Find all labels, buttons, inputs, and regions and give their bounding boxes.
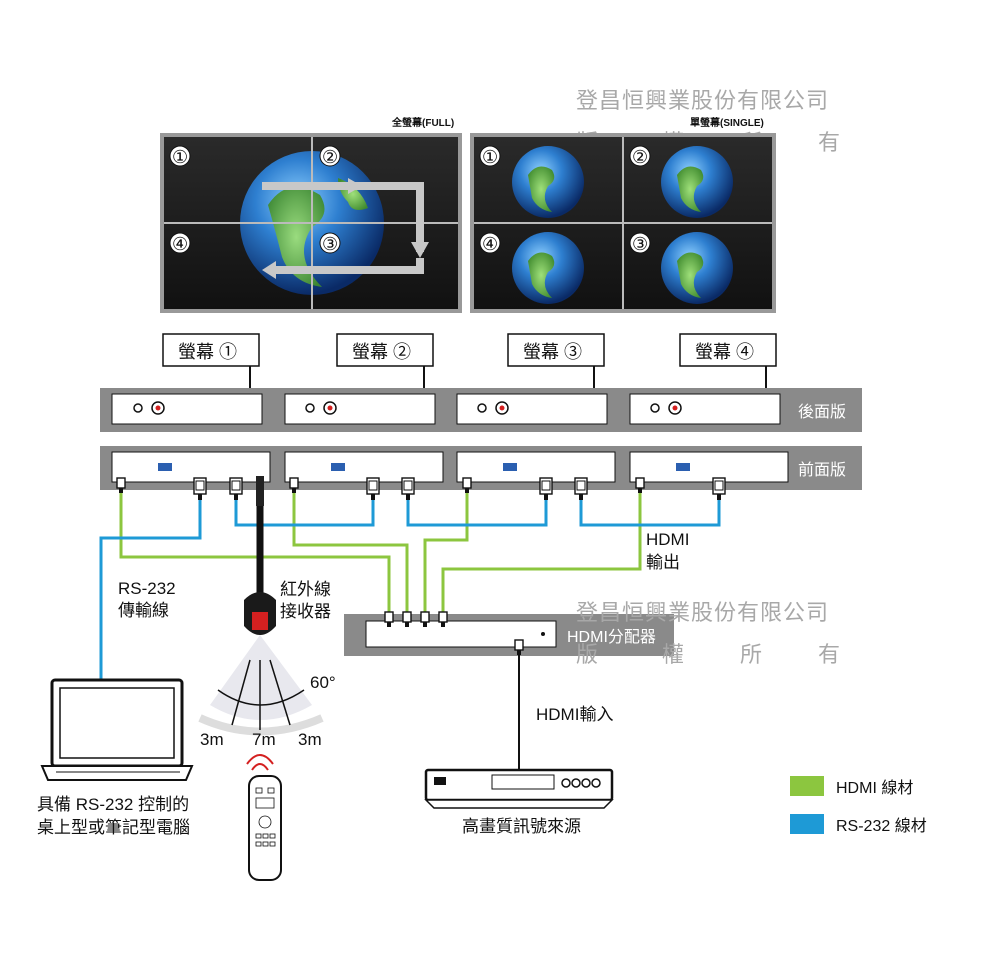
hdmi-out-label-1: HDMI — [646, 530, 689, 549]
globe-single-1 — [512, 146, 584, 218]
panel-number-2: ② — [319, 145, 341, 167]
single-number-4: ④ — [479, 232, 501, 254]
screen-label-4: 螢幕 ④ — [679, 333, 777, 410]
single-video-wall: ① ② ④ ③ — [470, 133, 776, 313]
svg-text:螢幕 ①: 螢幕 ① — [178, 342, 237, 362]
front-panel-band: 前面版 — [100, 446, 862, 490]
ir-receiver — [198, 476, 324, 736]
screen-label-3: 螢幕 ③ — [507, 333, 605, 410]
globe-single-4 — [512, 232, 584, 304]
single-mode-label: 單螢幕(SINGLE) — [690, 116, 764, 129]
hdmi-in-label: HDMI輸入 — [536, 705, 613, 724]
source-label: 高畫質訊號來源 — [462, 817, 581, 836]
legend-rs232-swatch — [790, 814, 824, 834]
single-number-1: ① — [479, 145, 501, 167]
globe-single-3 — [661, 232, 733, 304]
watermark-company: 登昌恒興業股份有限公司 — [576, 89, 829, 114]
watermark-rights-8: 有 — [818, 643, 841, 668]
svg-text:螢幕 ③: 螢幕 ③ — [523, 342, 582, 362]
svg-text:④: ④ — [482, 234, 498, 254]
watermark-rights-5: 版 — [576, 643, 599, 668]
single-number-3: ③ — [629, 232, 651, 254]
legend-rs232-label: RS-232 線材 — [836, 817, 927, 835]
rs232-label-2: 傳輸線 — [118, 601, 169, 620]
ir-label-2: 接收器 — [280, 602, 331, 621]
video-source-device-icon — [424, 768, 614, 809]
rs232-cables — [99, 500, 721, 682]
watermark-company-2: 登昌恒興業股份有限公司 — [576, 601, 829, 626]
full-mode-label: 全螢幕(FULL) — [391, 116, 454, 129]
svg-text:③: ③ — [632, 234, 648, 254]
svg-text:③: ③ — [322, 234, 338, 254]
globe-single-2 — [661, 146, 733, 218]
svg-text:①: ① — [482, 147, 498, 167]
panel-number-4: ④ — [169, 232, 191, 254]
panel-number-1: ① — [169, 145, 191, 167]
back-panel-band: 後面版 — [100, 388, 862, 432]
range-label-left: 3m — [200, 730, 224, 749]
watermark-rights-7: 所 — [740, 643, 763, 668]
svg-text:螢幕 ④: 螢幕 ④ — [695, 342, 754, 362]
angle-label: 60° — [310, 673, 336, 692]
hdmi-cables — [119, 493, 642, 612]
computer-label-1: 具備 RS-232 控制的 — [37, 795, 189, 814]
front-panel-label: 前面版 — [798, 461, 846, 479]
watermark-rights-4: 有 — [818, 131, 841, 156]
computer-label-2: 桌上型或筆記型電腦 — [37, 818, 190, 837]
hdmi-splitter: HDMI分配器 — [344, 611, 674, 656]
back-panel-label: 後面版 — [798, 403, 846, 421]
legend-hdmi-swatch — [790, 776, 824, 796]
range-label-center: 7m — [252, 730, 276, 749]
panel-number-3: ③ — [319, 232, 341, 254]
watermark-rights-6: 權 — [662, 643, 685, 668]
svg-text:④: ④ — [172, 234, 188, 254]
svg-text:螢幕 ②: 螢幕 ② — [352, 342, 411, 362]
single-number-2: ② — [629, 145, 651, 167]
splitter-label: HDMI分配器 — [567, 628, 656, 646]
screen-label-1: 螢幕 ① — [162, 333, 260, 410]
svg-text:②: ② — [322, 147, 338, 167]
rs232-label-1: RS-232 — [118, 579, 176, 598]
svg-text:②: ② — [632, 147, 648, 167]
legend-hdmi-label: HDMI 線材 — [836, 779, 913, 797]
hdmi-out-label-2: 輸出 — [646, 553, 680, 572]
full-video-wall: ① ② ④ ③ — [160, 133, 462, 313]
range-label-right: 3m — [298, 730, 322, 749]
ir-label-1: 紅外線 — [280, 580, 331, 599]
svg-text:①: ① — [172, 147, 188, 167]
remote-control-icon — [246, 754, 282, 881]
legend: HDMI 線材 RS-232 線材 — [790, 776, 927, 835]
laptop-icon — [40, 678, 194, 781]
